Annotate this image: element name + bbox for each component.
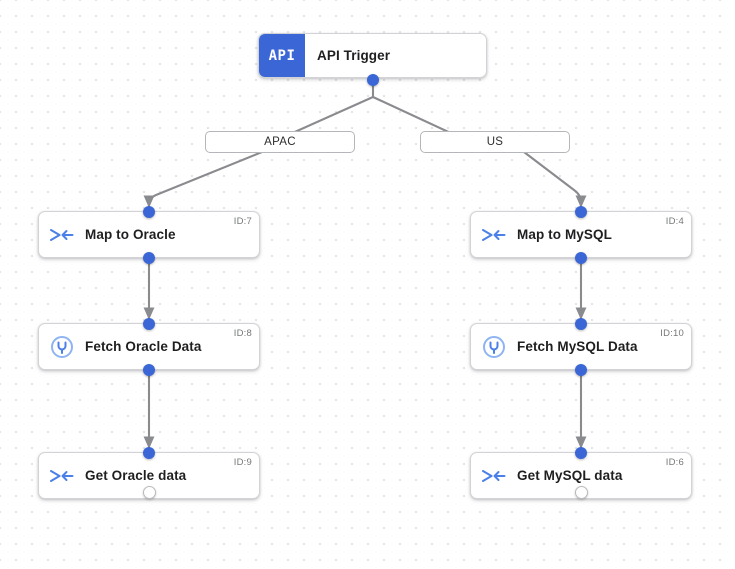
port-input-map-to-mysql[interactable]	[575, 206, 587, 218]
node-fetch-mysql-data[interactable]: Fetch MySQL Data ID:10	[470, 323, 692, 370]
node-id-label: ID:7	[233, 216, 252, 227]
port-input-fetch-oracle-data[interactable]	[143, 318, 155, 330]
node-id-label: ID:9	[233, 457, 252, 468]
edge-split-us	[371, 95, 457, 137]
port-output-map-to-mysql[interactable]	[575, 252, 587, 264]
branch-label-us[interactable]: US	[420, 131, 570, 153]
port-input-fetch-mysql-data[interactable]	[575, 318, 587, 330]
node-api-trigger[interactable]: API API Trigger	[258, 33, 487, 78]
api-badge-icon: API	[259, 34, 305, 77]
node-title: Fetch MySQL Data	[517, 339, 638, 354]
port-output-get-mysql-data[interactable]	[575, 486, 588, 499]
node-id-label: ID:4	[665, 216, 684, 227]
port-output-get-oracle-data[interactable]	[143, 486, 156, 499]
map-arrows-icon	[471, 453, 517, 498]
port-output-fetch-oracle-data[interactable]	[143, 364, 155, 376]
port-output-api-trigger[interactable]	[367, 74, 379, 86]
database-connector-icon	[471, 324, 517, 369]
node-title: Fetch Oracle Data	[85, 339, 202, 354]
port-input-get-oracle-data[interactable]	[143, 447, 155, 459]
node-id-label: ID:6	[665, 457, 684, 468]
port-input-map-to-oracle[interactable]	[143, 206, 155, 218]
edge-us-map-mysql	[522, 150, 587, 208]
node-map-to-mysql[interactable]: Map to MySQL ID:4	[470, 211, 692, 258]
branch-label-apac[interactable]: APAC	[205, 131, 355, 153]
branch-label-text: US	[486, 136, 504, 148]
port-input-get-mysql-data[interactable]	[575, 447, 587, 459]
branch-label-text: APAC	[264, 136, 296, 148]
map-arrows-icon	[471, 212, 517, 257]
node-title: Map to MySQL	[517, 227, 612, 242]
node-title: Get Oracle data	[85, 468, 187, 483]
node-title: API Trigger	[317, 47, 391, 63]
node-fetch-oracle-data[interactable]: Fetch Oracle Data ID:8	[38, 323, 260, 370]
edge-split-apac	[286, 95, 375, 137]
edge-apac-map-oracle	[143, 150, 264, 208]
database-connector-icon	[39, 324, 85, 369]
map-arrows-icon	[39, 453, 85, 498]
node-id-label: ID:10	[660, 328, 684, 339]
port-output-fetch-mysql-data[interactable]	[575, 364, 587, 376]
port-output-map-to-oracle[interactable]	[143, 252, 155, 264]
node-map-to-oracle[interactable]: Map to Oracle ID:7	[38, 211, 260, 258]
node-id-label: ID:8	[233, 328, 252, 339]
node-title: Get MySQL data	[517, 468, 623, 483]
map-arrows-icon	[39, 212, 85, 257]
node-title: Map to Oracle	[85, 227, 176, 242]
